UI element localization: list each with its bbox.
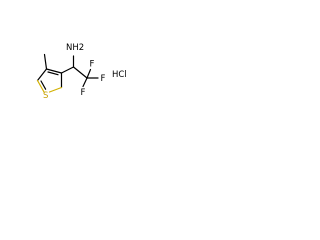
bond-c3-c2 [36,68,48,82]
nh2-label: NH2 [66,43,84,53]
salt-label: HCl [112,70,127,80]
bond-cf3-to-f-bottom [82,77,88,88]
fluorine-right-label: F [101,74,106,84]
bond-ring-to-chiral-carbon [60,66,75,74]
sulfur-label: S [43,91,48,101]
bond-methyl [43,53,48,70]
thiophene-ring [36,68,63,93]
bond-s-c5 [48,86,63,93]
fluorine-bottom-label: F [81,88,86,98]
bond-cf3-to-f-top [86,68,92,79]
double-bond-c2-s-inner [40,80,47,90]
chemical-structure-diagram: NH2 F F F S HCl [0,0,152,152]
atom-labels: NH2 F F F S HCl [43,43,127,101]
bond-c2-s [36,79,45,93]
substituents [43,53,99,88]
bond-chiral-carbon-to-cf3 [72,66,88,79]
bond-c3-c4 [45,68,63,74]
molecule-svg: NH2 F F F S HCl [36,43,127,101]
fluorine-top-label: F [90,60,95,70]
double-bond-c3-c4 [47,71,59,76]
